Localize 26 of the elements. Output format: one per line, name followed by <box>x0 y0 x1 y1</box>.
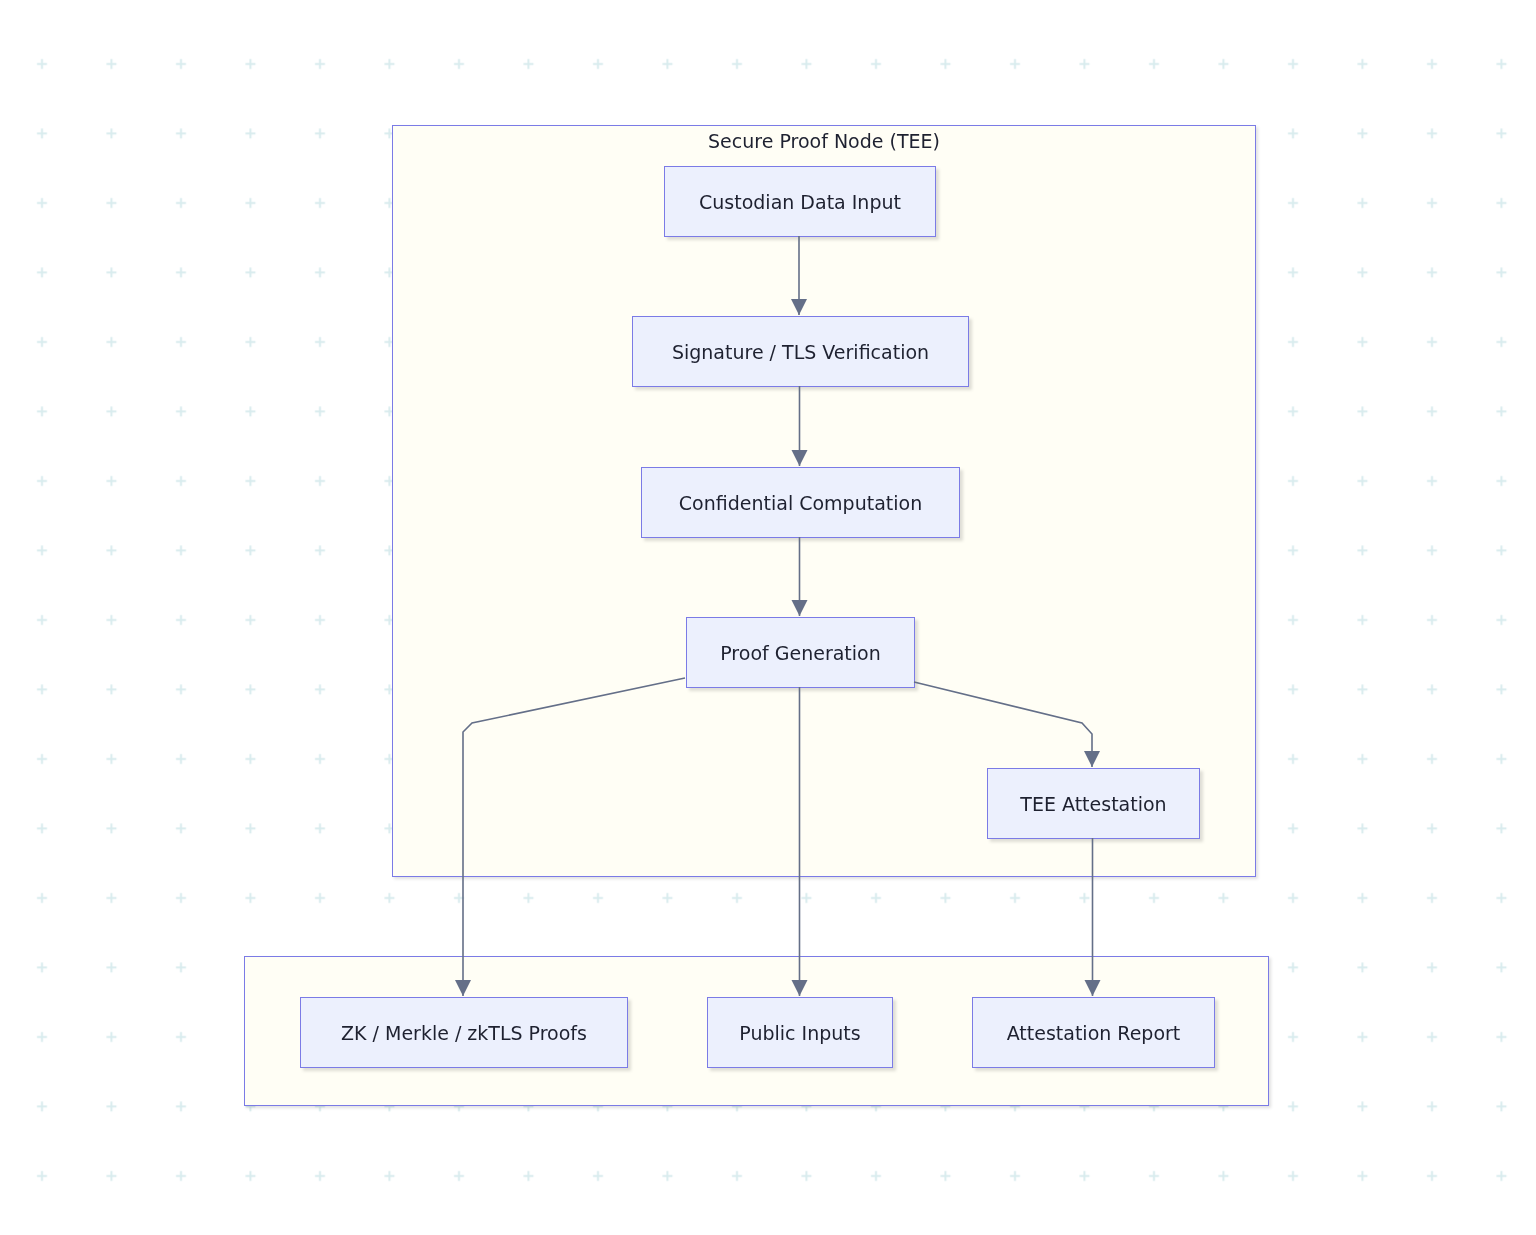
box-label: Attestation Report <box>1006 1021 1181 1044</box>
arrow <box>455 677 686 997</box>
process-box <box>972 997 1215 1068</box>
process-box <box>686 617 915 688</box>
box-label: Public Inputs <box>739 1021 861 1044</box>
box-label: Confidential Computation <box>678 491 923 514</box>
arrow <box>791 385 808 467</box>
box-label: Signature / TLS Verification <box>671 340 930 363</box>
arrow <box>791 686 808 997</box>
process-box <box>300 997 628 1068</box>
process-box <box>641 467 960 538</box>
box-label: ZK / Merkle / zkTLS Proofs <box>341 1021 587 1044</box>
box-label: Custodian Data Input <box>699 190 901 213</box>
arrow <box>913 681 1100 768</box>
process-box <box>707 997 893 1068</box>
arrow <box>791 235 807 316</box>
group-container <box>392 125 1256 877</box>
process-box <box>632 316 969 387</box>
arrow <box>791 536 808 617</box>
group-title: Secure Proof Node (TEE) <box>708 130 940 152</box>
group-container <box>244 956 1269 1106</box>
process-box <box>664 166 936 237</box>
box-label: TEE Attestation <box>1020 792 1167 815</box>
process-box <box>987 768 1200 839</box>
box-label: Proof Generation <box>720 641 881 664</box>
arrow <box>1084 837 1101 997</box>
